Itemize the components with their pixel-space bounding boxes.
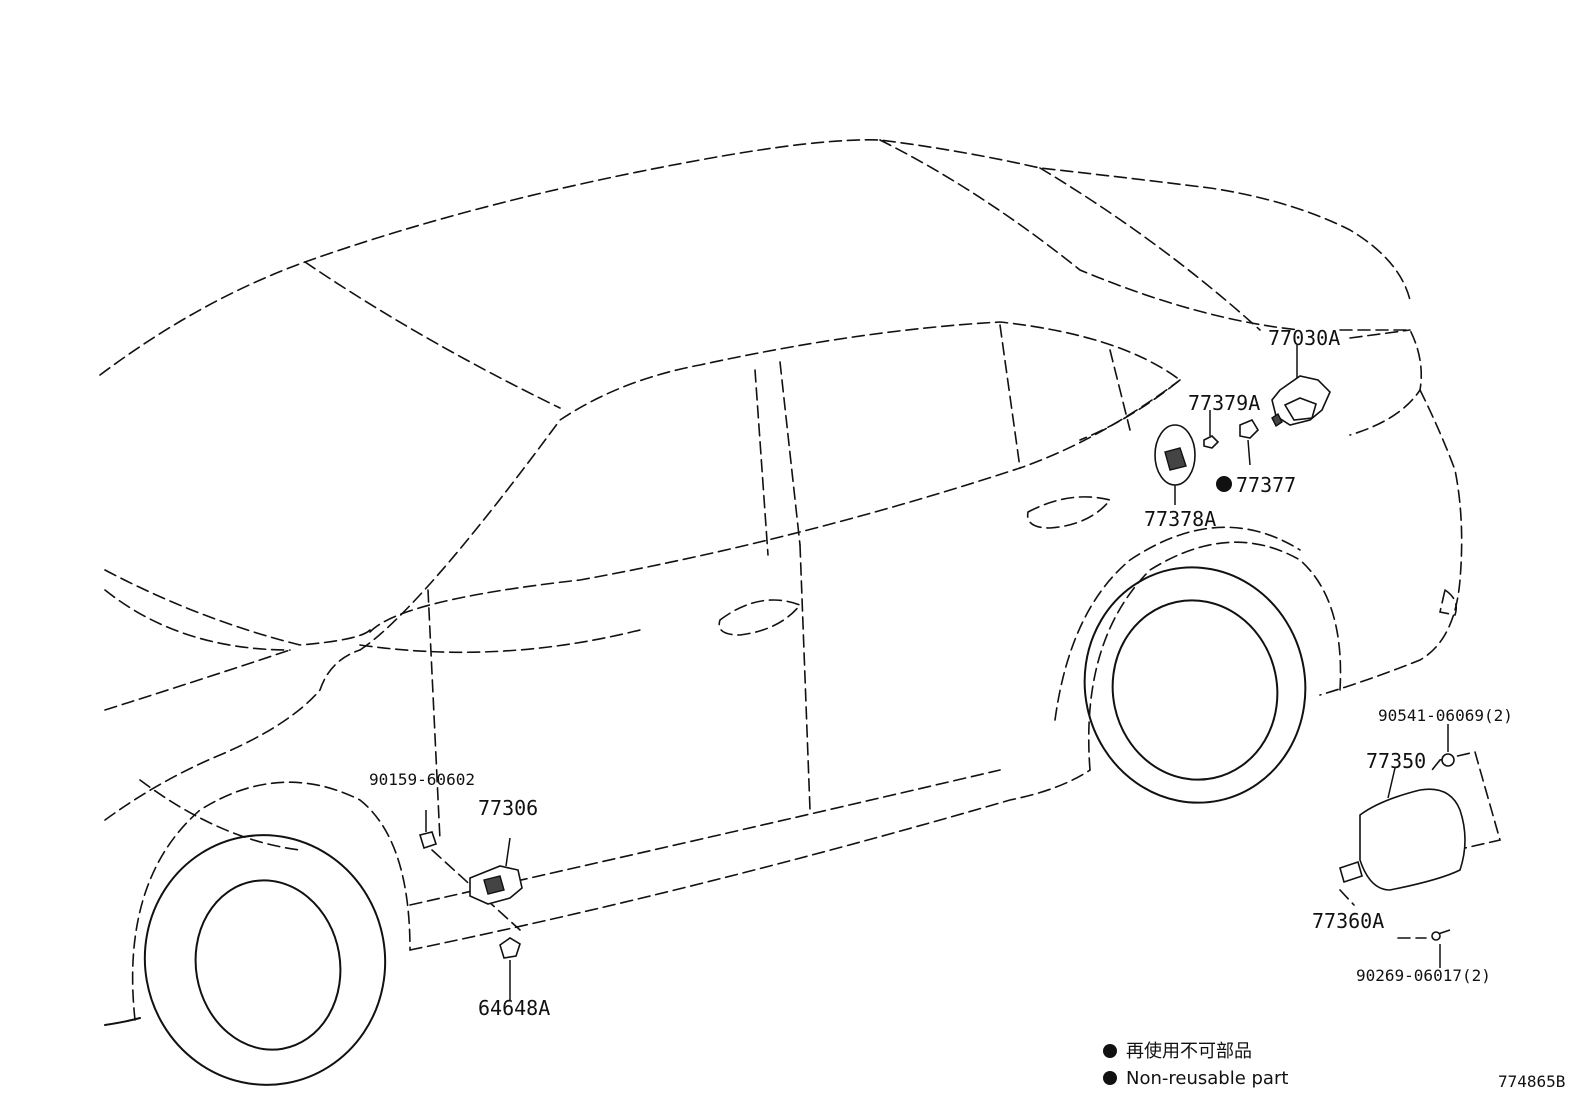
- legend-bullet-en: [1103, 1071, 1117, 1085]
- label-77377: 77377: [1236, 473, 1296, 497]
- component-77360A: [1339, 860, 1363, 906]
- label-77379A: 77379A: [1188, 391, 1260, 415]
- label-77350: 77350: [1366, 749, 1426, 773]
- figure-id: 774865B: [1498, 1072, 1565, 1091]
- non-reusable-mark-77377: [1216, 476, 1232, 492]
- component-77379A: [1203, 410, 1220, 449]
- label-77360A: 77360A: [1312, 909, 1384, 933]
- legend-text-jp: 再使用不可部品: [1126, 1041, 1252, 1062]
- legend-text-en: Non-reusable part: [1126, 1068, 1288, 1089]
- wheels: [104, 566, 1307, 1086]
- legend: 再使用不可部品 Non-reusable part: [1103, 1041, 1288, 1089]
- label-77378A: 77378A: [1144, 507, 1216, 531]
- label-77030A: 77030A: [1268, 326, 1340, 350]
- label-77306: 77306: [478, 796, 538, 820]
- component-77378A: [1154, 424, 1196, 505]
- component-77030A: [1271, 345, 1331, 428]
- component-64648A: [499, 937, 521, 1000]
- label-90269-06017: 90269-06017(2): [1356, 966, 1491, 985]
- label-90159-60602: 90159-60602: [369, 770, 475, 789]
- label-64648A: 64648A: [478, 996, 550, 1020]
- component-90541: [1441, 724, 1455, 767]
- car-outline: [99, 139, 1463, 1021]
- rear-rim: [1111, 599, 1279, 781]
- front-rim: [194, 879, 342, 1051]
- component-77306: [469, 837, 523, 905]
- component-90269: [1397, 929, 1451, 968]
- rear-tire: [1083, 566, 1307, 804]
- component-77377: [1239, 418, 1260, 466]
- component-77350: [1359, 751, 1501, 891]
- legend-bullet-jp: [1103, 1044, 1117, 1058]
- front-tire: [143, 834, 387, 1086]
- part-labels: 77030A 77379A 77377 77378A 90541-06069(2…: [369, 326, 1513, 1020]
- label-90541-06069: 90541-06069(2): [1378, 706, 1513, 725]
